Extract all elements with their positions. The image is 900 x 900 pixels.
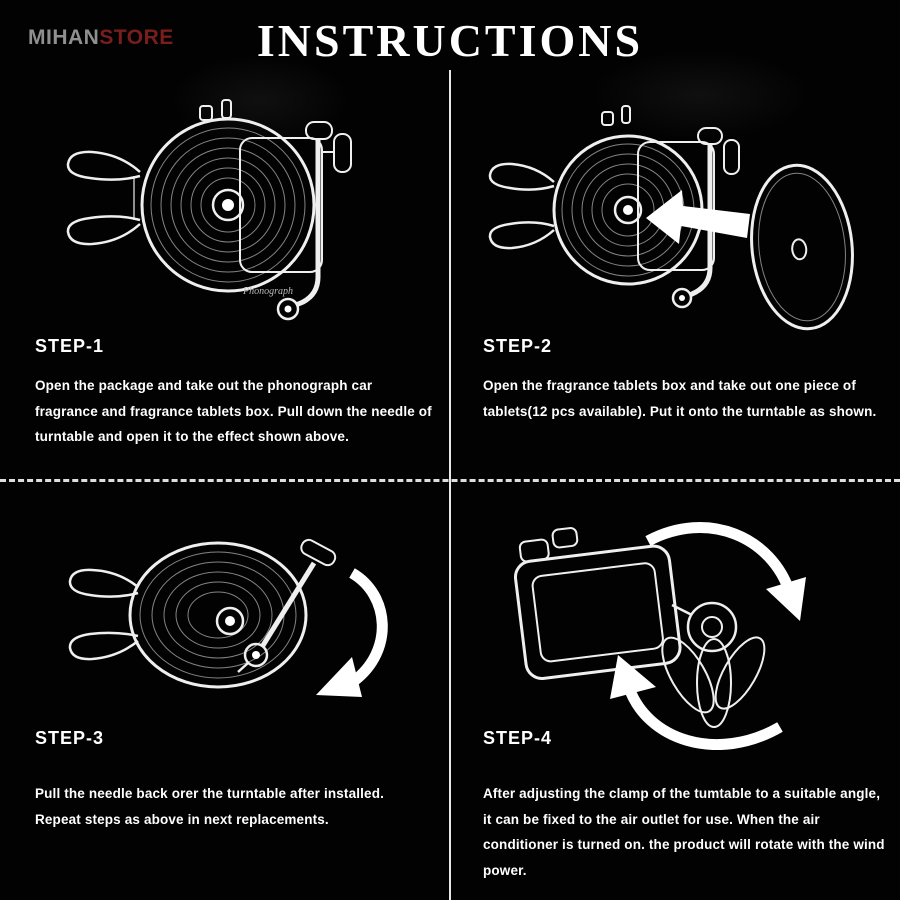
step1-illustration: Phonograph xyxy=(66,99,352,321)
step-1-heading: STEP-1 xyxy=(35,336,105,356)
step-2-text: Open the fragrance tablets box and take … xyxy=(483,378,877,419)
vent-clip-icon xyxy=(488,162,555,250)
store-logo-red: STORE xyxy=(99,26,174,49)
step-2-heading: STEP-2 xyxy=(483,336,553,356)
step-4-heading: STEP-4 xyxy=(483,728,553,748)
phonograph-device-icon: Phonograph xyxy=(140,99,323,297)
step-3-block: STEP-3 Pull the needle back orer the tur… xyxy=(35,728,433,832)
step-1-text: Open the package and take out the phonog… xyxy=(35,378,432,445)
tonearm-icon xyxy=(276,121,352,321)
tonearm-icon xyxy=(671,127,740,309)
vent-clip-icon xyxy=(66,150,141,246)
step-4-block: STEP-4 After adjusting the clamp of the … xyxy=(483,728,885,884)
device-brand-label: Phonograph xyxy=(242,286,293,297)
step-4-text: After adjusting the clamp of the tumtabl… xyxy=(483,786,885,878)
tonearm-pulled-back-icon xyxy=(237,538,337,673)
air-vent-frame-icon xyxy=(513,527,682,680)
store-logo-gray: MIHAN xyxy=(28,26,100,49)
phonograph-device-icon xyxy=(128,541,308,689)
clamp-petals-icon xyxy=(661,601,766,728)
step-1-block: STEP-1 Open the package and take out the… xyxy=(35,336,433,450)
page-title: INSTRUCTIONS xyxy=(256,15,644,66)
insert-arrow-icon xyxy=(646,190,750,244)
step3-illustration xyxy=(68,538,388,697)
vertical-divider xyxy=(449,70,451,900)
fragrance-tablet-icon xyxy=(750,163,854,331)
step4-illustration xyxy=(513,522,806,750)
store-logo: MIHANSTORE xyxy=(28,26,174,50)
step-3-text: Pull the needle back orer the turntable … xyxy=(35,786,384,827)
step-3-heading: STEP-3 xyxy=(35,728,105,748)
vent-clip-icon xyxy=(68,568,139,661)
rotation-arrows-icon xyxy=(610,522,806,750)
step2-illustration xyxy=(488,105,854,331)
phonograph-device-icon xyxy=(552,105,715,286)
horizontal-dashed-divider xyxy=(0,479,900,482)
rotate-arrow-icon xyxy=(316,568,388,697)
step-2-block: STEP-2 Open the fragrance tablets box an… xyxy=(483,336,881,424)
